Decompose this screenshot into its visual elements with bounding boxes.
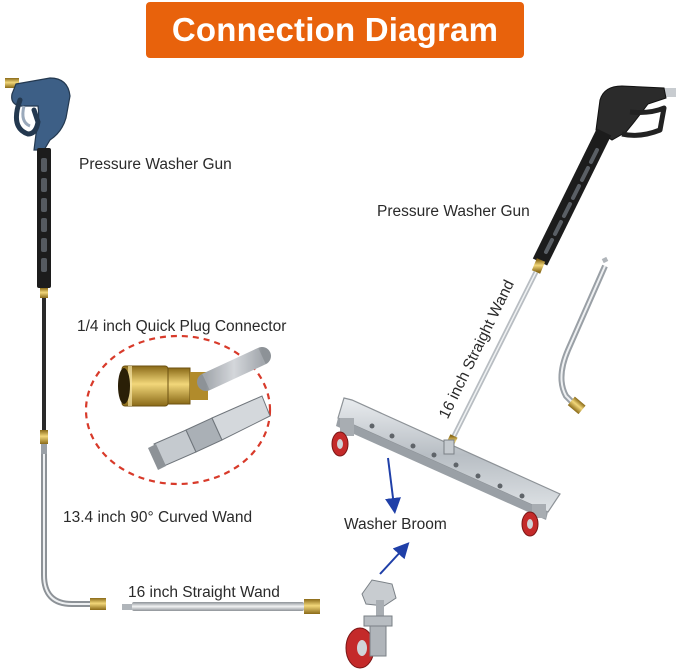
label-quick-connector: 1/4 inch Quick Plug Connector — [77, 318, 286, 336]
straight-wand-bottom-tube — [132, 602, 304, 611]
caster-wheel-closeup — [346, 580, 396, 668]
curved-wand-tube — [44, 454, 92, 604]
right-gun-outlet-fitting — [536, 260, 541, 272]
left-spray-gun — [5, 78, 70, 444]
curved-wand — [41, 444, 106, 610]
broom-label-arrow — [388, 458, 394, 506]
label-gun-left: Pressure Washer Gun — [79, 156, 232, 174]
straight-wand-bottom-coupler — [304, 599, 320, 614]
left-gun-lance — [42, 298, 46, 430]
left-gun-body — [12, 78, 70, 150]
left-gun-outlet-fitting — [40, 288, 48, 298]
label-gun-right: Pressure Washer Gun — [377, 203, 530, 221]
female-quick-coupler — [118, 366, 208, 406]
label-straight-wand-bottom: 16 inch Straight Wand — [128, 584, 280, 602]
left-gun-lance-coupler — [40, 430, 48, 444]
curved-wand-nozzle-coupler — [90, 598, 106, 610]
label-curved-wand: 13.4 inch 90° Curved Wand — [63, 509, 252, 527]
spare-curved-wand-tube — [561, 266, 605, 404]
label-washer-broom: Washer Broom — [344, 516, 447, 534]
broom-bar-underside — [336, 418, 548, 520]
broom-wheel-left — [332, 418, 354, 456]
quick-connector-callout — [86, 336, 270, 484]
caster-label-arrow — [380, 548, 404, 574]
spare-curved-wand — [561, 258, 606, 414]
left-gun-trigger — [23, 106, 30, 126]
